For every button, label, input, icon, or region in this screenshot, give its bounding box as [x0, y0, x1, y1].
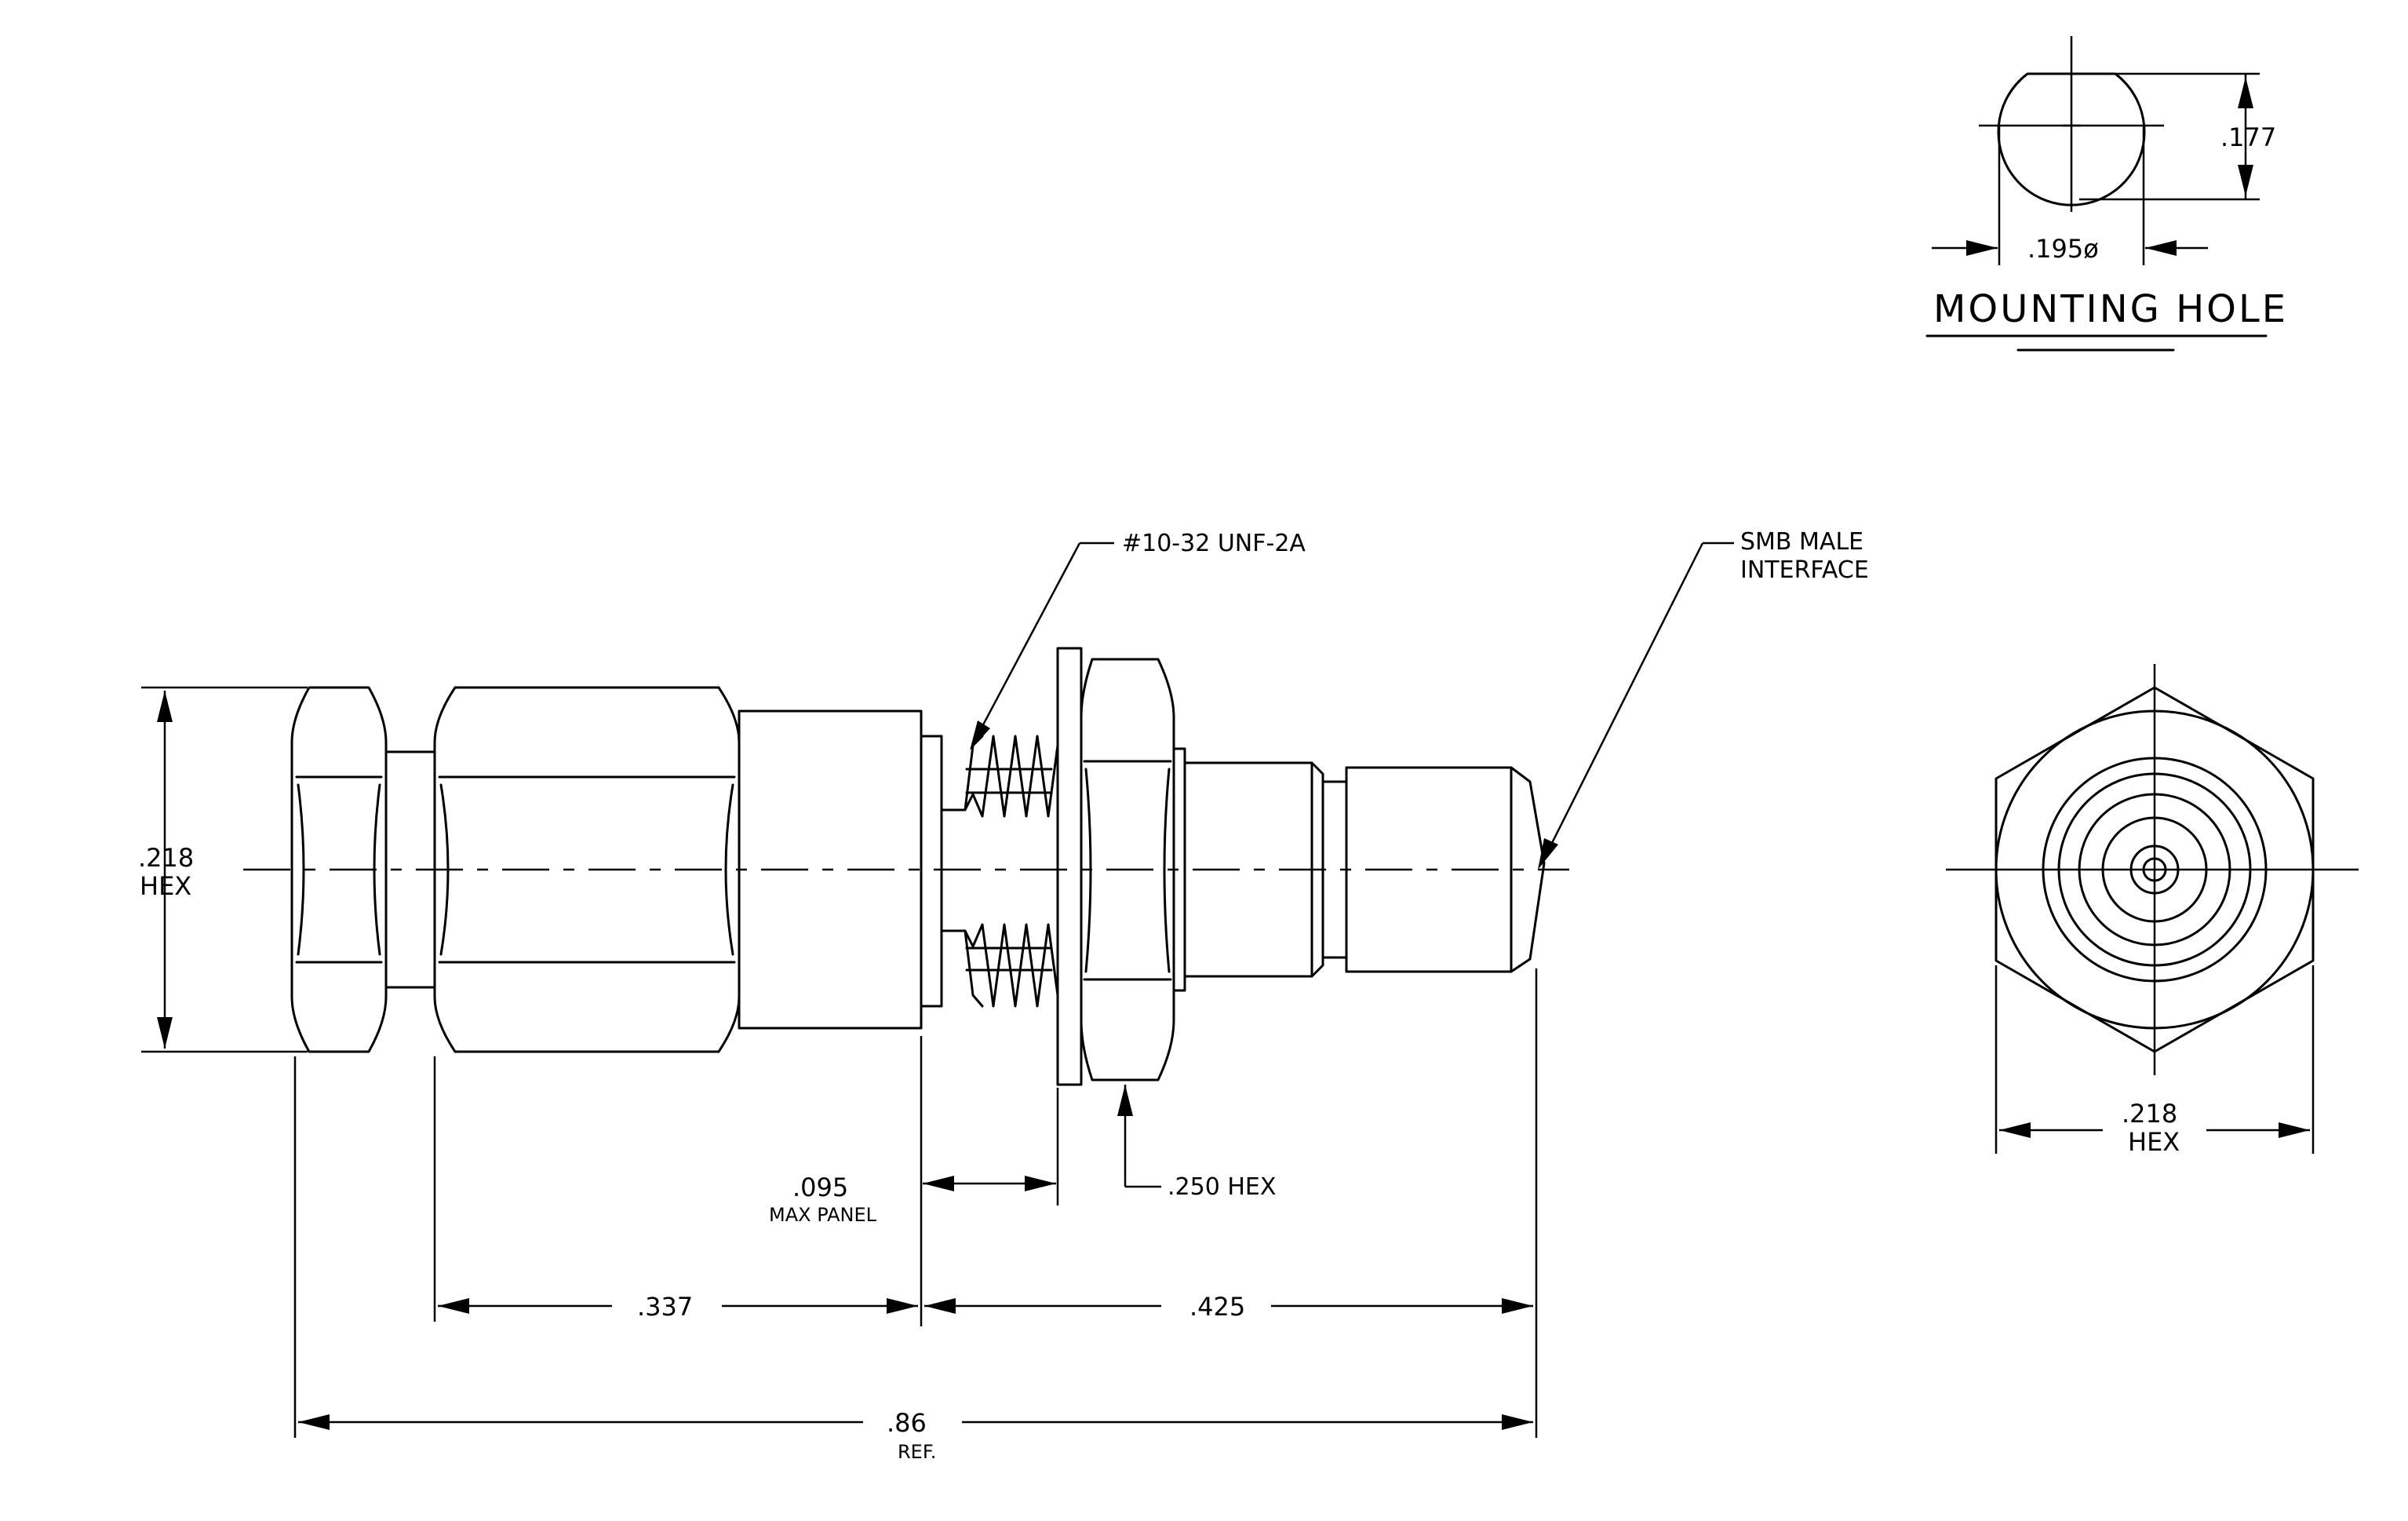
end-hex-unit: HEX: [2128, 1127, 2180, 1157]
dim-front-label: .425: [1189, 1292, 1245, 1322]
upper-threads: [940, 735, 1059, 818]
left-hex-value: .218: [138, 843, 194, 873]
overall-length-label: .86: [887, 1408, 927, 1438]
interface-label-line2: INTERFACE: [1740, 556, 1869, 584]
mounting-hole-outline: [1997, 72, 2146, 206]
smb-interface: [1345, 766, 1546, 973]
nut-hex: [1080, 658, 1175, 1081]
end-hex-value: .218: [2122, 1099, 2177, 1129]
mounting-hole-view: .177 .195ø MOUNTING HOLE: [1925, 36, 2288, 352]
nut-hex-label: .250 HEX: [1168, 1173, 1276, 1201]
end-view: .218 HEX: [1946, 664, 2359, 1157]
hole-height-label: .177: [2220, 122, 2276, 152]
dim-body-label: .337: [637, 1292, 693, 1322]
hole-diameter-label: .195ø: [2027, 234, 2099, 264]
panel-washer: [1056, 647, 1083, 1086]
interface-leader: [1539, 542, 1704, 866]
thread-spec: #10-32 UNF-2A: [1122, 530, 1306, 557]
panel-value: .095: [792, 1173, 848, 1202]
panel-note: MAX PANEL: [769, 1204, 877, 1226]
front-cylinder: [1183, 761, 1313, 978]
thread-shoulder: [920, 735, 943, 1008]
body-hex: [433, 686, 741, 1053]
thread-leader: [971, 542, 1081, 745]
left-hex-unit: HEX: [140, 871, 191, 901]
side-view: .218 HEX #10-32 UNF-2A SMB MALE INTERFAC…: [138, 528, 1869, 1463]
rear-hex: [290, 686, 388, 1053]
overall-length-note: REF.: [898, 1441, 936, 1463]
mounting-hole-title: MOUNTING HOLE: [1933, 287, 2288, 331]
lower-threads: [940, 923, 1059, 1008]
interface-label-line1: SMB MALE: [1740, 528, 1863, 556]
